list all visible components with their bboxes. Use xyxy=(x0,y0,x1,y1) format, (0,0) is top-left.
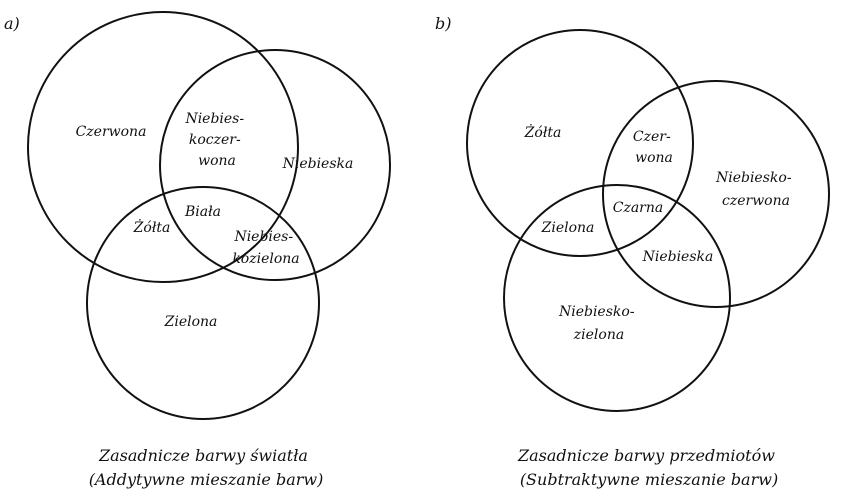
panel-a-caption-line-2: (Addytywne mieszanie barw) xyxy=(89,470,324,489)
region-blue-green-label: Niebies- kozielona xyxy=(232,229,299,267)
region-magenta-label: Niebiesko- czerwona xyxy=(715,170,796,209)
region-blue-label: Niebieska xyxy=(282,156,354,172)
region-yellow-magenta-line-1: Czer- xyxy=(633,129,671,145)
region-red-blue-line-3: wona xyxy=(198,153,236,169)
region-yellow-magenta-label: Czer- wona xyxy=(633,129,675,166)
region-yellow-label: Żółta xyxy=(524,123,562,141)
region-green-label: Zielona xyxy=(164,314,218,330)
region-magenta-line-2: czerwona xyxy=(722,193,790,209)
region-red-blue-line-2: koczer- xyxy=(189,132,241,148)
panel-b-caption-line-1: Zasadnicze barwy przedmiotów xyxy=(517,446,775,465)
region-blue-green-line-1: Niebies- xyxy=(233,229,293,245)
panel-a: a) Czerwona Niebieska Zielona Niebies- k… xyxy=(4,11,391,489)
region-magenta-line-1: Niebiesko- xyxy=(715,170,792,186)
panel-a-letter: a) xyxy=(4,14,20,33)
region-yellow-magenta-line-2: wona xyxy=(635,150,673,166)
panel-b-caption: Zasadnicze barwy przedmiotów (Subtraktyw… xyxy=(517,446,780,489)
region-blue-green-line-2: kozielona xyxy=(232,251,299,267)
blue-circle xyxy=(159,49,391,281)
region-magenta-cyan-label: Niebieska xyxy=(642,249,714,265)
panel-a-caption: Zasadnicze barwy światła (Addytywne mies… xyxy=(89,446,324,489)
panel-a-caption-line-1: Zasadnicze barwy światła xyxy=(98,446,308,465)
region-cyan-line-1: Niebiesko- xyxy=(558,304,635,320)
region-yellow-cyan-label: Zielona xyxy=(541,220,595,236)
region-red-blue-line-1: Niebies- xyxy=(184,111,244,127)
region-red-label: Czerwona xyxy=(76,124,147,140)
green-circle xyxy=(86,186,320,420)
cyan-circle xyxy=(503,184,731,412)
region-cyan-label: Niebiesko- zielona xyxy=(558,304,639,343)
region-red-blue-label: Niebies- koczer- wona xyxy=(184,111,248,169)
panel-b: b) Żółta Niebiesko- czerwona Niebiesko- … xyxy=(435,14,830,489)
panel-b-letter: b) xyxy=(435,14,451,33)
yellow-circle xyxy=(466,29,694,257)
region-cyan-line-2: zielona xyxy=(573,327,624,343)
region-center-label-b: Czarna xyxy=(613,200,664,216)
magenta-circle xyxy=(602,80,830,308)
panel-b-caption-line-2: (Subtraktywne mieszanie barw) xyxy=(520,470,778,489)
red-circle xyxy=(27,11,299,283)
region-red-green-label: Żółta xyxy=(133,218,171,236)
region-center-label: Biała xyxy=(184,204,221,220)
